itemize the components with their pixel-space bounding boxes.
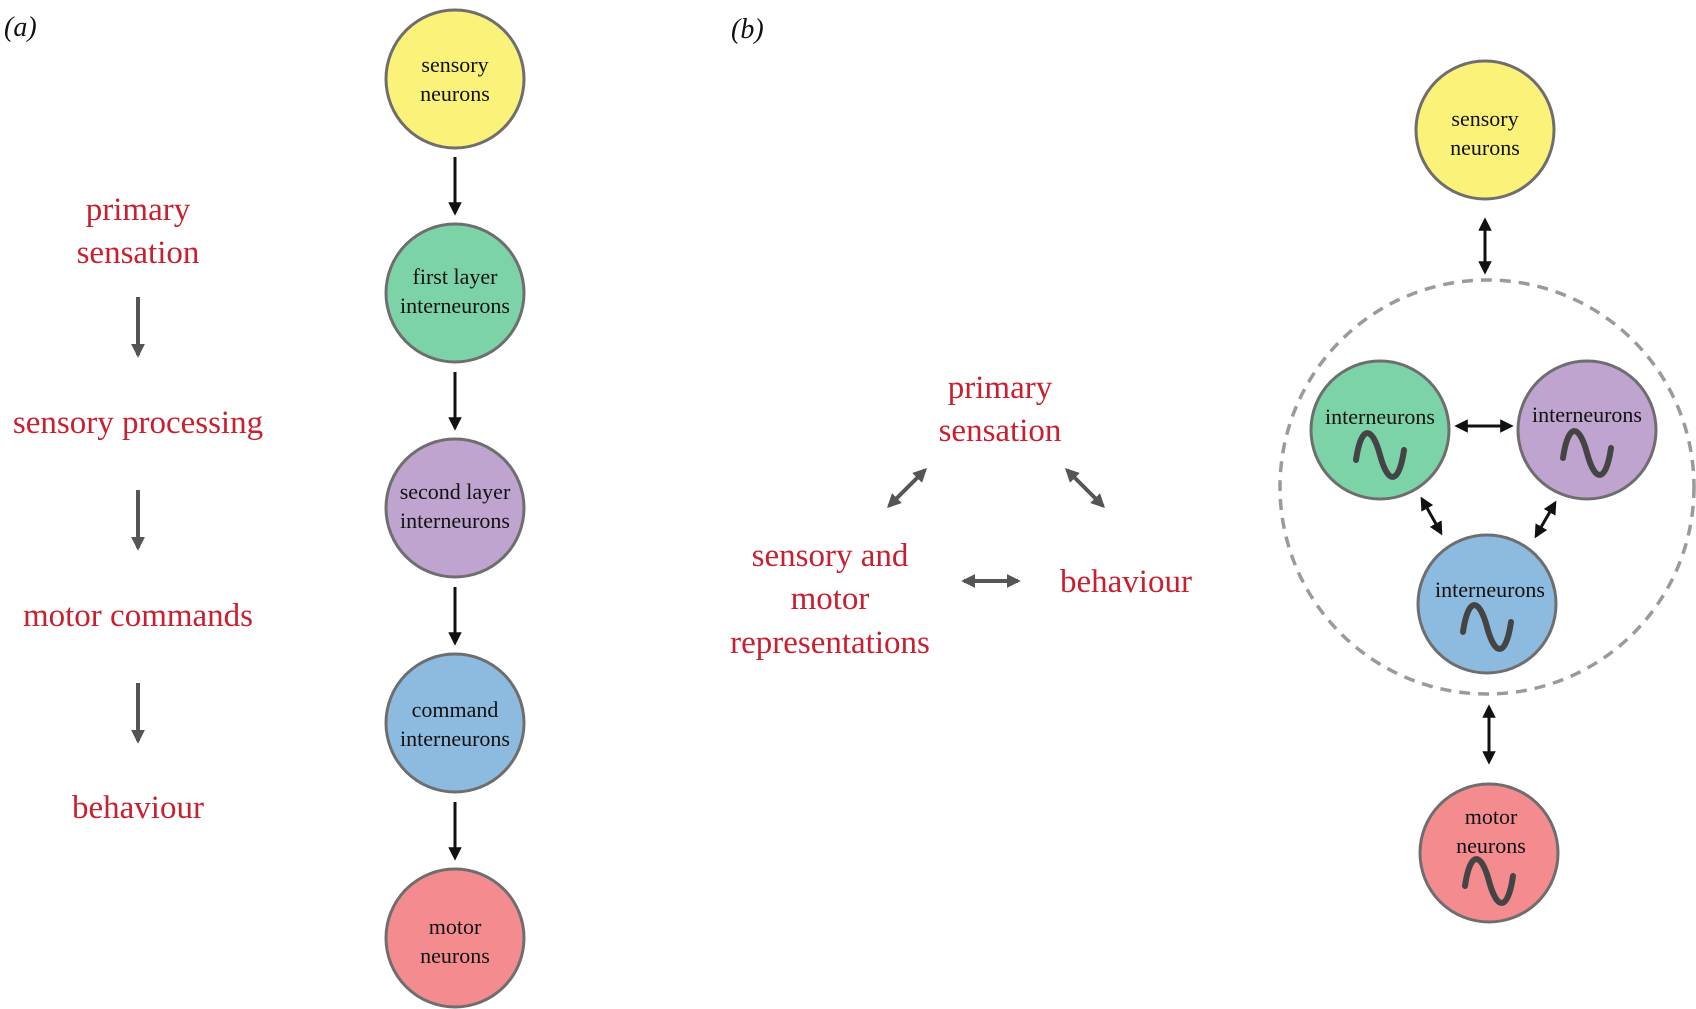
oscillation-icon bbox=[1460, 602, 1514, 652]
node-b-motor-label-2: neurons bbox=[1456, 833, 1526, 858]
triangle-left-line2: motor bbox=[791, 581, 870, 617]
node-b-purple-label: interneurons bbox=[1532, 402, 1642, 427]
node-second-layer-interneurons bbox=[384, 437, 526, 579]
flow-primary-line2: sensation bbox=[77, 235, 200, 271]
node-motor-label-1: motor bbox=[429, 914, 482, 939]
arrow-b-purple-blue bbox=[1534, 500, 1557, 539]
triangle-behaviour: behaviour bbox=[1060, 564, 1192, 600]
node-motor-neurons bbox=[384, 867, 526, 1009]
panel-b-label: (b) bbox=[731, 14, 764, 45]
node-command-interneurons bbox=[384, 652, 526, 794]
triangle-arrow-right bbox=[1065, 468, 1105, 508]
node-sensory-neurons bbox=[384, 8, 526, 150]
interneuron-network-boundary bbox=[1278, 278, 1696, 696]
node-second-layer-label-2: interneurons bbox=[400, 508, 510, 533]
node-second-layer-label-1: second layer bbox=[400, 479, 511, 504]
panel-a-flow: primary sensation sensory processing mot… bbox=[13, 192, 263, 826]
flow-sensory-processing: sensory processing bbox=[13, 405, 263, 441]
node-first-layer-label-2: interneurons bbox=[400, 293, 510, 318]
node-motor-label-2: neurons bbox=[420, 943, 490, 968]
arrow-b-green-blue bbox=[1420, 496, 1443, 536]
node-command-label-1: command bbox=[412, 697, 499, 722]
oscillation-icon bbox=[1353, 430, 1407, 480]
oscillation-icon bbox=[1462, 856, 1516, 906]
node-b-motor-label-1: motor bbox=[1465, 804, 1518, 829]
flow-behaviour: behaviour bbox=[72, 790, 204, 826]
node-b-green-label: interneurons bbox=[1325, 404, 1435, 429]
node-b-sensory-label-2: neurons bbox=[1450, 135, 1520, 160]
node-b-interneurons-green bbox=[1309, 359, 1451, 501]
oscillation-icon bbox=[1560, 428, 1614, 478]
node-first-layer-label-1: first layer bbox=[413, 264, 499, 289]
triangle-primary-line1: primary bbox=[948, 370, 1053, 406]
flow-primary-line1: primary bbox=[86, 192, 191, 228]
triangle-left-line1: sensory and bbox=[752, 538, 909, 574]
panel-a-label: (a) bbox=[4, 12, 37, 43]
node-b-sensory-neurons bbox=[1414, 59, 1556, 201]
triangle-primary-line2: sensation bbox=[939, 413, 1062, 449]
node-b-interneurons-blue bbox=[1416, 533, 1558, 675]
flow-motor-commands: motor commands bbox=[23, 598, 253, 634]
panel-b-triangle: primary sensation sensory and motor repr… bbox=[730, 370, 1192, 661]
node-command-label-2: interneurons bbox=[400, 726, 510, 751]
panel-a-node-column: sensory neurons first layer interneurons… bbox=[384, 8, 526, 1009]
node-b-interneurons-purple bbox=[1516, 359, 1658, 501]
panel-b-network: sensory neurons interneurons interneuron… bbox=[1278, 59, 1696, 924]
node-sensory-label-1: sensory bbox=[421, 52, 488, 77]
node-first-layer-interneurons bbox=[384, 222, 526, 364]
node-b-sensory-label-1: sensory bbox=[1451, 106, 1518, 131]
triangle-arrow-left bbox=[887, 468, 927, 508]
node-b-blue-label: interneurons bbox=[1435, 577, 1545, 602]
node-sensory-label-2: neurons bbox=[420, 81, 490, 106]
node-b-motor-neurons bbox=[1418, 782, 1560, 924]
triangle-left-line3: representations bbox=[730, 625, 930, 661]
